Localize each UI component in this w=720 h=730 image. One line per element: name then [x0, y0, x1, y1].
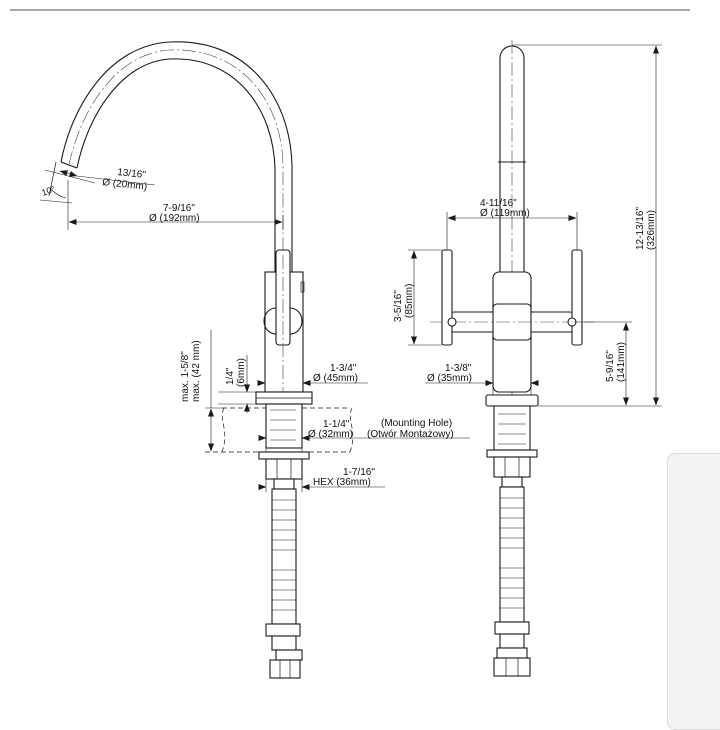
hh-imperial: 3-5/16": [393, 290, 404, 322]
base-imperial: 1-3/8": [445, 363, 472, 374]
front-washer: [486, 449, 538, 458]
hex-imperial: 1-7/16": [343, 467, 375, 478]
maxdeck-metric: max. (42 mm): [191, 340, 202, 402]
base-metric: Ø (35mm): [427, 373, 472, 384]
outlet-dim-line: [59, 170, 78, 177]
spout-centerline: [68, 49, 284, 440]
side-view: 13/16" Ø (20mm) 10° 7-9/16" Ø (192mm) 1-…: [39, 41, 470, 679]
handle-hub-right: [289, 307, 303, 335]
side-shank: [265, 403, 303, 449]
handle-hub-left: [263, 307, 277, 335]
side-panel: [667, 453, 720, 730]
hole-label-pl: (Otwór Montażowy): [367, 429, 454, 440]
hex-metric: HEX (36mm): [313, 477, 371, 488]
ah-imperial: 5-9/16": [605, 350, 616, 382]
front-connector-2: [499, 633, 525, 649]
span-metric: Ø (119mm): [480, 208, 530, 219]
angle-arc: [49, 187, 67, 199]
maxdeck-imperial: max. 1-5/8": [180, 351, 191, 402]
outlet-imperial: 13/16": [117, 167, 147, 181]
hh-metric: (85mm): [404, 284, 415, 318]
handle-cap-left: [447, 317, 457, 327]
front-handle-right: [571, 249, 583, 346]
reach-metric: Ø (192mm): [149, 213, 200, 224]
front-hose: [499, 486, 525, 623]
front-base-flange: [485, 394, 539, 407]
side-hex-nut: [265, 458, 303, 480]
front-view: 4-11/16" Ø (119mm) 3-5/16" (85mm) 1-3/8"…: [393, 40, 662, 677]
ah-metric: (141mm): [616, 342, 627, 382]
outlet-leader: [76, 175, 156, 186]
front-connector-1: [494, 621, 530, 635]
outlet-metric: Ø (20mm): [102, 177, 148, 193]
front-nut-b: [493, 657, 531, 677]
front-shank: [493, 405, 531, 451]
body-imperial: 1-3/4": [330, 363, 357, 374]
reach-imperial: 7-9/16": [163, 203, 195, 214]
flange-metric: (6mm): [236, 358, 247, 387]
hole-metric: Ø (32mm): [308, 429, 353, 440]
spout-tip-extension: [48, 161, 57, 197]
side-connector-2: [271, 635, 297, 651]
hole-label-en: (Mounting Hole): [381, 418, 452, 429]
body-metric: Ø (45mm): [313, 373, 358, 384]
angle-ref-line: [39, 199, 73, 204]
side-nut-a: [275, 649, 303, 661]
flange-imperial: 1/4": [225, 367, 236, 385]
spout-inner: [76, 58, 276, 275]
side-connector-1: [265, 623, 301, 637]
hole-imperial: 1-1/4": [323, 419, 350, 430]
total-metric: (326mm): [646, 210, 657, 250]
front-nut-a: [496, 647, 528, 659]
span-imperial: 4-11/16": [480, 198, 517, 209]
front-hex-nut: [493, 456, 531, 478]
spout-outer: [60, 41, 293, 275]
side-threaded-rod: [273, 478, 295, 490]
angle-label: 10°: [40, 184, 57, 198]
front-threaded-rod: [501, 476, 523, 488]
side-hose: [271, 488, 297, 625]
spout-tip: [60, 161, 78, 169]
deck-break-left: [221, 407, 226, 453]
side-nut-b: [269, 659, 301, 679]
total-imperial: 12-13/16": [635, 207, 646, 250]
front-handle-left: [441, 249, 453, 346]
outlet-extension: [44, 169, 96, 184]
deck-break-right: [349, 407, 354, 453]
side-washer: [258, 451, 310, 460]
handle-pin: [300, 281, 305, 293]
